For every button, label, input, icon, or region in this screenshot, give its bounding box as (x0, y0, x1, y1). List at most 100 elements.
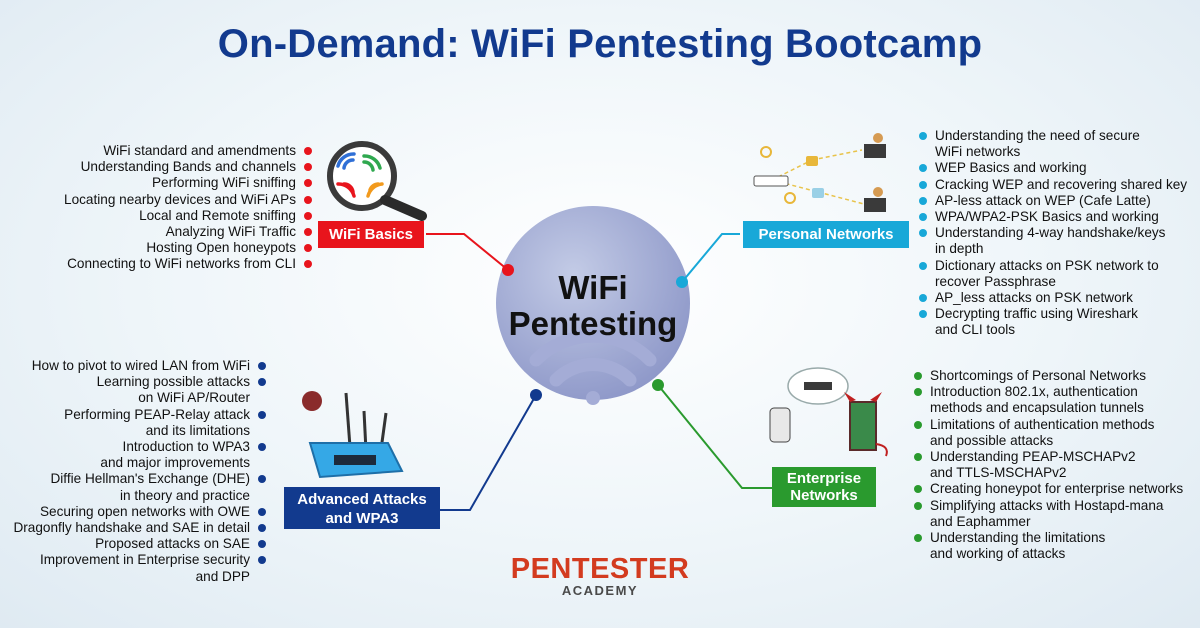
list-item-line: AP-less attack on WEP (Cafe Latte) (935, 192, 1151, 208)
list-item-line: Introduction 802.1x, authentication (930, 384, 1138, 400)
list-item-line: Learning possible attacks (96, 374, 250, 390)
list-item-line: in theory and practice (120, 487, 250, 503)
router-attack-icon (302, 391, 404, 479)
list-item-line: Understanding PEAP-MSCHAPv2 (930, 449, 1136, 465)
bullet-dot (304, 163, 312, 172)
center-topic: WiFi Pentesting (497, 270, 689, 342)
list-item: Locating nearby devices and WiFi APs (0, 192, 312, 208)
list-item-line: Hosting Open honeypots (146, 240, 296, 256)
list-item-line: and DPP (195, 568, 250, 584)
list-item: WPA/WPA2-PSK Basics and working (913, 209, 1198, 225)
list-item-line: and possible attacks (930, 432, 1054, 448)
list-item: Connecting to WiFi networks from CLI (0, 256, 312, 272)
list-item-line: Shortcomings of Personal Networks (930, 368, 1147, 383)
enterprise-node (652, 379, 664, 391)
bullet-dot (914, 453, 922, 462)
list-item-line: Locating nearby devices and WiFi APs (64, 191, 296, 207)
list-item-line: Analyzing WiFi Traffic (165, 224, 296, 240)
list-item-line: WiFi standard and amendments (103, 143, 296, 158)
list-item: Proposed attacks on SAE (2, 536, 266, 552)
list-item-line: Performing WiFi sniffing (151, 175, 296, 191)
list-item-line: methods and encapsulation tunnels (930, 400, 1144, 416)
bullet-dot (258, 507, 266, 516)
bullet-dot (258, 540, 266, 549)
brand-name: PENTESTER (510, 553, 690, 585)
list-item-line: Diffie Hellman's Exchange (DHE) (50, 471, 250, 487)
advanced-attacks-label: Advanced Attacks and WPA3 (284, 487, 440, 529)
enterprise-label-line2: Networks (790, 487, 858, 504)
list-item: Hosting Open honeypots (0, 240, 312, 256)
list-item: Analyzing WiFi Traffic (0, 224, 312, 240)
list-item-line: Creating honeypot for enterprise network… (930, 481, 1184, 497)
bullet-dot (304, 244, 312, 253)
advanced-node (530, 389, 542, 401)
bullet-dot (258, 378, 266, 387)
bullet-dot (914, 372, 922, 380)
list-item-line: Dictionary attacks on PSK network to (935, 257, 1159, 273)
bullet-dot (914, 485, 922, 494)
basics-node (502, 264, 514, 276)
bullet-dot (919, 213, 927, 222)
page-title: On-Demand: WiFi Pentesting Bootcamp (217, 22, 983, 66)
list-item-line: Understanding the limitations (930, 530, 1106, 546)
bullet-dot (258, 524, 266, 533)
list-item-line: Improvement in Enterprise security (39, 552, 250, 568)
advanced-label-line1: Advanced Attacks (297, 491, 427, 508)
advanced-connector (440, 394, 537, 511)
list-item-line: Cracking WEP and recovering shared key (935, 176, 1188, 192)
personal-connector (681, 233, 740, 283)
bullet-dot (914, 501, 922, 510)
bullet-dot (304, 147, 312, 155)
bullet-dot (258, 556, 266, 565)
list-item-line: Dragonfly handshake and SAE in detail (13, 520, 250, 536)
list-item-line: Simplifying attacks with Hostapd-mana (930, 497, 1164, 513)
list-item-line: recover Passphrase (935, 273, 1056, 289)
list-item-line: Understanding Bands and channels (80, 159, 296, 175)
bullet-dot (919, 261, 927, 270)
enterprise-devil-icon (769, 367, 888, 457)
list-item: How to pivot to wired LAN from WiFi (2, 358, 266, 374)
bullet-dot (258, 475, 266, 484)
list-item: Shortcomings of Personal Networks (908, 368, 1198, 384)
brand-logo: PENTESTER ACADEMY (500, 554, 700, 598)
list-item: AP-less attack on WEP (Cafe Latte) (913, 193, 1198, 209)
enterprise-connector (657, 384, 772, 489)
bullet-dot (919, 294, 927, 303)
list-item: Creating honeypot for enterprise network… (908, 481, 1198, 497)
personal-networks-label: Personal Networks (743, 221, 909, 248)
personal-node (676, 276, 688, 288)
list-item-line: Securing open networks with OWE (39, 503, 250, 519)
bullet-dot (914, 420, 922, 429)
list-item: Securing open networks with OWE (2, 504, 266, 520)
list-item-line: Understanding 4-way handshake/keys (935, 225, 1166, 241)
list-item-line: Limitations of authentication methods (930, 416, 1155, 432)
list-item-line: in depth (935, 241, 984, 257)
list-item: Performing WiFi sniffing (0, 175, 312, 191)
bullet-dot (919, 180, 927, 189)
magnifier-wifi-icon (327, 141, 427, 221)
list-item: Local and Remote sniffing (0, 208, 312, 224)
list-item: Understanding Bands and channels (0, 159, 312, 175)
bullet-dot (258, 410, 266, 419)
list-item-line: Proposed attacks on SAE (95, 536, 250, 552)
list-item-line: Connecting to WiFi networks from CLI (67, 256, 296, 272)
bullet-dot (919, 132, 927, 140)
list-item-line: and Eaphammer (930, 513, 1031, 529)
enterprise-label-line1: Enterprise (786, 470, 862, 487)
list-item: WiFi standard and amendments (0, 143, 312, 159)
wifi-basics-label: WiFi Basics (318, 221, 424, 248)
list-item-line: on WiFi AP/Router (138, 390, 250, 406)
list-item: Dragonfly handshake and SAE in detail (2, 520, 266, 536)
